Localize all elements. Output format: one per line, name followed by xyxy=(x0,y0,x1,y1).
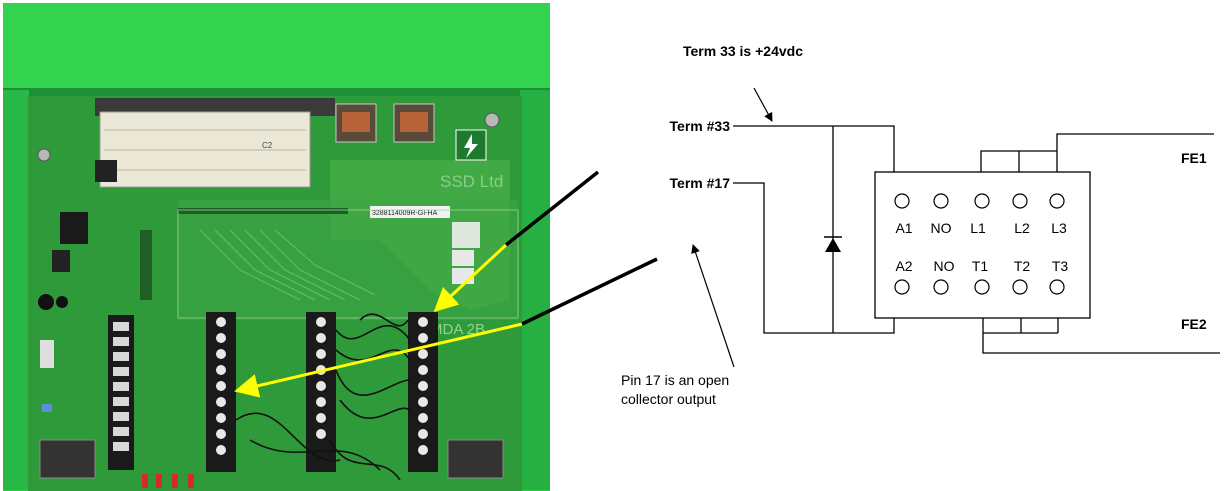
label-t2: T2 xyxy=(1014,258,1031,274)
ic-chip xyxy=(60,212,88,244)
arrow-to-term-33 xyxy=(433,243,508,313)
pin-17-note-line2: collector output xyxy=(621,391,716,407)
wire-term-17 xyxy=(733,182,895,334)
pin-17-note-line1: Pin 17 is an open xyxy=(621,372,729,388)
enclosure-right-wall xyxy=(520,90,550,490)
flyback-diode xyxy=(825,238,841,252)
part-number: 3288114009R-GI-HA xyxy=(372,210,438,217)
contactor-schematic xyxy=(733,125,1220,354)
dsub-left xyxy=(39,439,96,479)
label-no-top: NO xyxy=(931,220,952,236)
screw xyxy=(484,112,500,128)
board-company-mark: SSD Ltd xyxy=(440,172,503,191)
label-l1: L1 xyxy=(970,220,986,236)
dip-switch xyxy=(40,340,54,368)
arrow-to-term-17 xyxy=(234,322,523,398)
red-wire-ends xyxy=(142,474,194,488)
terminal-block-2 xyxy=(206,312,236,472)
label-a2: A2 xyxy=(895,258,912,274)
board-model-mark: MDA 2B xyxy=(430,321,485,338)
capacitor xyxy=(38,294,54,310)
enclosure-left-wall xyxy=(3,90,29,490)
wire-fe2 xyxy=(982,318,1220,354)
terminal-block-4 xyxy=(408,312,438,472)
wire-term-33 xyxy=(733,125,895,172)
term-33-label: Term #33 xyxy=(670,118,731,134)
terminal-block-left xyxy=(108,315,134,470)
label-a1: A1 xyxy=(895,220,912,236)
wire-fe1 xyxy=(980,133,1214,172)
callout-line-17 xyxy=(521,257,658,326)
terminal-block-3 xyxy=(306,312,336,472)
term-17-label: Term #17 xyxy=(670,175,731,191)
label-no-bottom: NO xyxy=(934,258,955,274)
c2-label: C2 xyxy=(262,141,273,150)
wire-bundle xyxy=(235,313,411,481)
callout-line-33 xyxy=(504,170,600,247)
pin-17-note-arrow xyxy=(691,244,735,368)
term-33-note: Term 33 is +24vdc xyxy=(683,43,803,59)
dsub-right xyxy=(447,439,504,479)
contactor-top-terminals xyxy=(894,193,1065,209)
label-l2: L2 xyxy=(1014,220,1030,236)
part-number-sticker xyxy=(370,206,450,218)
drive-board-photo: C2 SSD Ltd 3288114009R-GI-HA MDA 2B xyxy=(3,3,550,491)
enclosure-top xyxy=(3,3,550,95)
fe1-label: FE1 xyxy=(1181,150,1207,166)
label-l3: L3 xyxy=(1051,220,1067,236)
contactor-bottom-terminals xyxy=(894,279,1065,295)
term-33-note-arrow xyxy=(753,87,773,122)
fe2-label: FE2 xyxy=(1181,316,1207,332)
label-t1: T1 xyxy=(972,258,989,274)
label-t3: T3 xyxy=(1052,258,1069,274)
